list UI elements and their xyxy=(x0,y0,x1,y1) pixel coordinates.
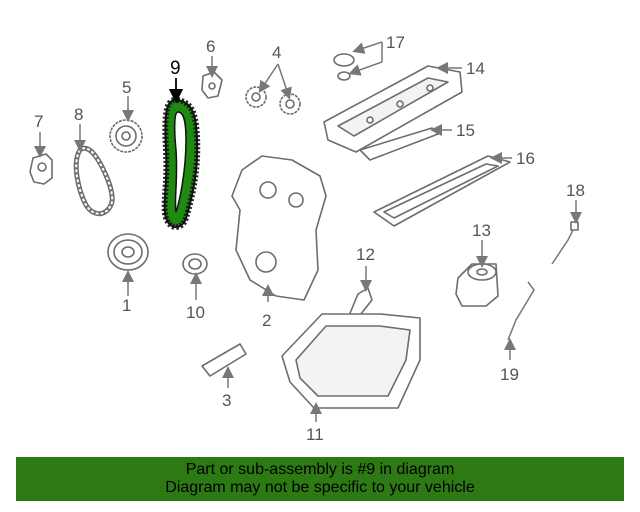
banner-line-2: Diagram may not be specific to your vehi… xyxy=(165,479,475,496)
svg-text:12: 12 xyxy=(356,245,375,264)
part-9-timing-chain[interactable] xyxy=(161,96,201,230)
callout-7: 7 xyxy=(34,112,46,158)
callout-11: 11 xyxy=(306,402,324,444)
callout-3: 3 xyxy=(222,366,234,410)
svg-text:19: 19 xyxy=(500,365,519,384)
callout-19: 19 xyxy=(500,338,519,384)
part-10-seal[interactable] xyxy=(182,253,208,275)
callout-12: 12 xyxy=(356,245,375,292)
svg-text:16: 16 xyxy=(516,149,535,168)
svg-text:14: 14 xyxy=(466,59,485,78)
svg-text:4: 4 xyxy=(272,43,281,62)
svg-text:15: 15 xyxy=(456,121,475,140)
svg-text:6: 6 xyxy=(206,37,215,56)
callout-8: 8 xyxy=(74,105,86,152)
callout-9: 9 xyxy=(168,58,184,104)
info-banner: Part or sub-assembly is #9 in diagram Di… xyxy=(16,457,624,501)
banner-line-1: Part or sub-assembly is #9 in diagram xyxy=(185,461,455,478)
svg-text:8: 8 xyxy=(74,105,83,124)
callout-16: 16 xyxy=(490,149,535,168)
part-7-sensor[interactable] xyxy=(29,153,53,185)
callout-6: 6 xyxy=(206,37,218,78)
svg-text:2: 2 xyxy=(262,311,271,330)
callout-2: 2 xyxy=(262,284,274,330)
callout-15: 15 xyxy=(430,121,475,140)
part-5-sprocket[interactable] xyxy=(109,119,143,153)
part-8-chain[interactable] xyxy=(73,145,115,217)
svg-text:13: 13 xyxy=(472,221,491,240)
svg-text:3: 3 xyxy=(222,391,231,410)
part-3-tube[interactable] xyxy=(201,343,247,377)
parts-diagram: 1 2 3 4 5 6 7 8 9 10 11 12 xyxy=(29,33,585,444)
part-17-oil-cap[interactable] xyxy=(333,53,355,81)
callout-4: 4 xyxy=(258,43,292,100)
svg-text:11: 11 xyxy=(306,425,324,444)
svg-text:17: 17 xyxy=(386,33,405,52)
part-6-tensioner[interactable] xyxy=(201,71,223,99)
svg-text:1: 1 xyxy=(122,296,131,315)
callout-1: 1 xyxy=(122,270,134,315)
part-1-crank-pulley[interactable] xyxy=(107,233,149,271)
part-18-dipstick[interactable] xyxy=(551,221,579,265)
callout-13: 13 xyxy=(472,221,491,268)
callout-17: 17 xyxy=(348,33,405,76)
callout-10: 10 xyxy=(186,272,205,322)
svg-text:5: 5 xyxy=(122,78,131,97)
part-11-oil-pan[interactable] xyxy=(281,313,421,409)
svg-text:9: 9 xyxy=(170,58,181,79)
callout-14: 14 xyxy=(436,59,485,78)
callout-5: 5 xyxy=(122,78,134,122)
part-14-valve-cover[interactable] xyxy=(323,65,463,153)
part-4-sprockets[interactable] xyxy=(245,86,301,115)
svg-text:10: 10 xyxy=(186,303,205,322)
svg-text:18: 18 xyxy=(566,181,585,200)
part-16-gasket[interactable] xyxy=(373,155,511,227)
part-13-oil-filter[interactable] xyxy=(455,263,499,307)
part-2-timing-cover[interactable] xyxy=(231,155,327,301)
part-19-tube[interactable] xyxy=(507,281,535,341)
svg-text:7: 7 xyxy=(34,112,43,131)
callout-18: 18 xyxy=(566,181,585,224)
